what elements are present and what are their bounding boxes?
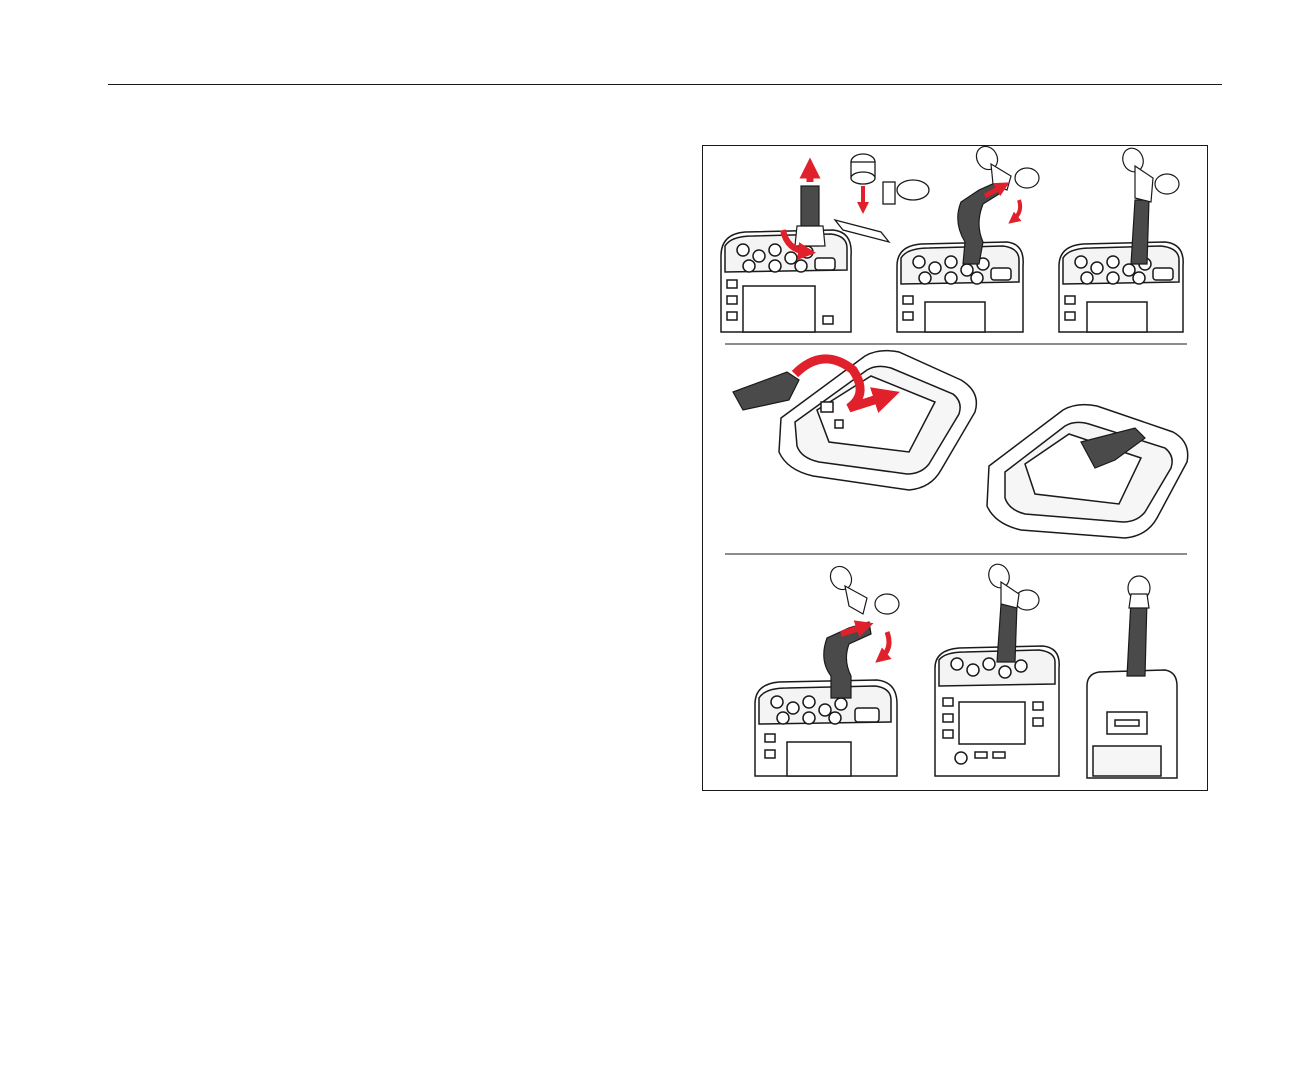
buckle-step-3 [1119,146,1179,202]
buckle-hang-step-3 [1128,576,1150,608]
header-rule [108,84,1222,85]
figure-illustration [703,146,1209,792]
device-step-2 [897,242,1023,332]
device-step-1 [721,230,851,332]
strap-installation-figure [702,145,1208,791]
strap-step-3 [1131,200,1149,264]
panel-hang-device [755,561,1177,778]
device-back-step-1 [779,351,976,490]
device-hang-step-1 [755,680,897,776]
device-hang-step-3 [1087,670,1177,778]
arrow-fold-icon [881,632,889,658]
device-back-step-2 [987,405,1188,538]
device-hang-step-2 [935,646,1059,776]
arrow-rotate-icon [1013,200,1020,220]
buckle-hang-step-2 [985,561,1039,610]
panel-attach-strap-to-back [733,351,1188,538]
buckle-parts [835,154,929,242]
panel-attach-strap-to-handle [721,146,1183,332]
strap-back-step-1 [733,372,799,410]
strap-hang-step-2 [997,604,1017,662]
buckle-step-2 [972,146,1039,190]
strap-hang-step-3 [1127,600,1147,676]
device-step-3 [1059,242,1183,332]
buckle-hang-step-1 [826,563,899,614]
strap-step-1 [795,186,825,246]
